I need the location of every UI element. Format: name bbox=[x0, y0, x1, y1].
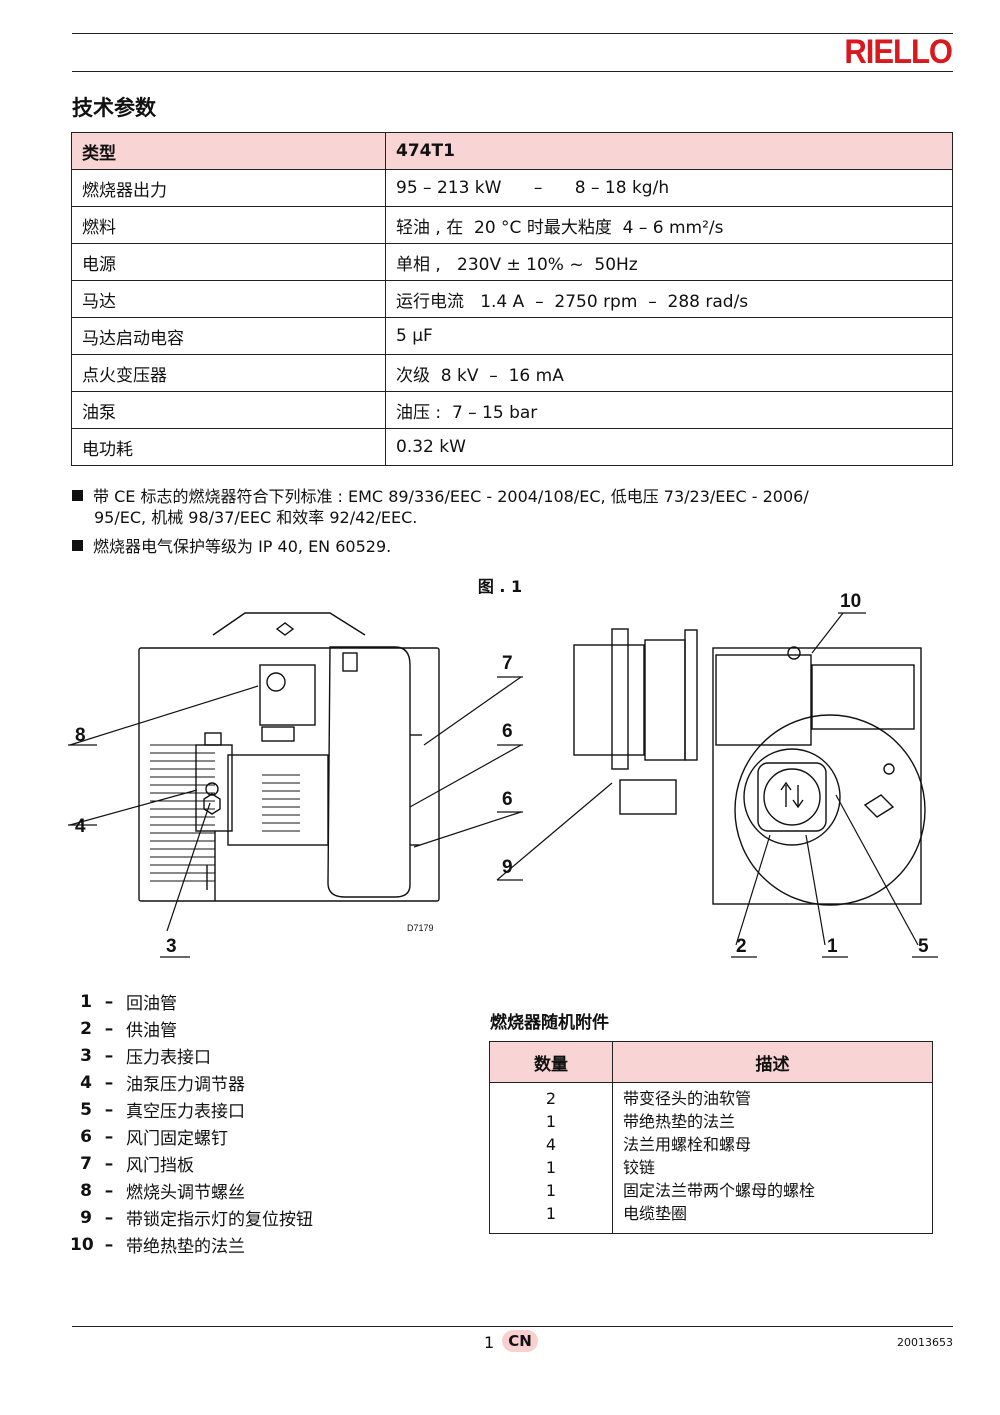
callout-9: 9 bbox=[502, 857, 513, 878]
spec-value: 单相 , 230V ± 10% ~ 50Hz bbox=[385, 243, 953, 281]
spec-label: 马达 bbox=[71, 280, 386, 318]
list-item: 3–压力表接口 bbox=[80, 1045, 211, 1069]
accessories-table: 数量 描述 2 1 4 1 1 1 带变径头的油软管 带绝热垫的法兰 法兰用螺栓… bbox=[489, 1041, 933, 1234]
spec-label: 油泵 bbox=[71, 391, 386, 429]
qty-cell: 1 bbox=[545, 1204, 557, 1223]
col-header-qty: 数量 bbox=[489, 1041, 613, 1083]
table-row: 马达运行电流 1.4 A – 2750 rpm – 288 rad/s bbox=[71, 280, 953, 318]
list-item: 2–供油管 bbox=[80, 1018, 177, 1042]
callout-2: 2 bbox=[736, 936, 747, 957]
brand-logo: RIELLO bbox=[844, 32, 953, 71]
callout-7: 7 bbox=[502, 653, 513, 674]
language-badge: CN bbox=[502, 1330, 538, 1352]
spec-value: 474T1 bbox=[385, 132, 953, 170]
list-item: 4–油泵压力调节器 bbox=[80, 1072, 245, 1096]
burner-diagram: 8 4 3 7 6 6 10 9 2 1 5 D7179 bbox=[68, 591, 938, 958]
spec-value: 轻油 , 在 20 °C 时最大粘度 4 – 6 mm²/s bbox=[385, 206, 953, 244]
table-row: 油泵油压 : 7 – 15 bar bbox=[71, 391, 953, 429]
callout-1: 1 bbox=[827, 936, 838, 957]
list-item: 5–真空压力表接口 bbox=[80, 1099, 245, 1123]
desc-cell: 带绝热垫的法兰 bbox=[623, 1112, 736, 1131]
spec-label: 点火变压器 bbox=[71, 354, 386, 392]
side-view-drawing bbox=[138, 612, 440, 902]
spec-label: 电源 bbox=[71, 243, 386, 281]
spec-label: 燃烧器出力 bbox=[71, 169, 386, 207]
callout-4: 4 bbox=[75, 816, 86, 837]
spec-label: 马达启动电容 bbox=[71, 317, 386, 355]
spec-label: 类型 bbox=[71, 132, 386, 170]
spec-value: 0.32 kW bbox=[385, 428, 953, 466]
figure-label: 图 . 1 bbox=[477, 577, 523, 596]
callout-6a: 6 bbox=[502, 721, 513, 742]
callout-5: 5 bbox=[918, 936, 929, 957]
desc-cell: 固定法兰带两个螺母的螺栓 bbox=[623, 1181, 816, 1200]
ip-note: 燃烧器电气保护等级为 IP 40, EN 60529. bbox=[72, 536, 952, 557]
bullet-square-icon bbox=[72, 490, 83, 501]
list-item: 7–风门挡板 bbox=[80, 1153, 194, 1177]
page-title: 技术参数 bbox=[72, 96, 156, 120]
table-row: 2 1 4 1 1 1 带变径头的油软管 带绝热垫的法兰 法兰用螺栓和螺母 铰链… bbox=[489, 1082, 933, 1234]
front-view-drawing bbox=[573, 628, 926, 906]
table-row: 点火变压器次级 8 kV – 16 mA bbox=[71, 354, 953, 392]
spec-value: 5 µF bbox=[385, 317, 953, 355]
accessories-title: 燃烧器随机附件 bbox=[490, 1013, 609, 1033]
table-row: 电源单相 , 230V ± 10% ~ 50Hz bbox=[71, 243, 953, 281]
desc-cell: 法兰用螺栓和螺母 bbox=[623, 1135, 752, 1154]
qty-cell: 4 bbox=[545, 1135, 557, 1154]
table-row: 燃料轻油 , 在 20 °C 时最大粘度 4 – 6 mm²/s bbox=[71, 206, 953, 244]
figure-code: D7179 bbox=[407, 923, 434, 933]
qty-cell: 1 bbox=[545, 1181, 557, 1200]
spec-label: 燃料 bbox=[71, 206, 386, 244]
callout-6b: 6 bbox=[502, 789, 513, 810]
spec-label: 电功耗 bbox=[71, 428, 386, 466]
spec-value: 次级 8 kV – 16 mA bbox=[385, 354, 953, 392]
table-header-row: 数量 描述 bbox=[489, 1041, 933, 1083]
qty-cell: 1 bbox=[545, 1158, 557, 1177]
ce-note: 带 CE 标志的燃烧器符合下列标准 : EMC 89/336/EEC - 200… bbox=[72, 486, 952, 528]
desc-cell: 铰链 bbox=[623, 1158, 656, 1177]
spec-value: 运行电流 1.4 A – 2750 rpm – 288 rad/s bbox=[385, 280, 953, 318]
col-header-desc: 描述 bbox=[612, 1041, 933, 1083]
callout-10: 10 bbox=[840, 591, 861, 612]
parts-legend: 1–回油管 2–供油管 3–压力表接口 4–油泵压力调节器 5–真空压力表接口 … bbox=[70, 988, 313, 1258]
desc-cell: 电缆垫圈 bbox=[623, 1204, 688, 1223]
bullet-square-icon bbox=[72, 540, 83, 551]
spec-value: 95 – 213 kW – 8 – 18 kg/h bbox=[385, 169, 953, 207]
list-item: 6–风门固定螺钉 bbox=[80, 1126, 228, 1150]
top-rule bbox=[72, 33, 953, 34]
document-number: 20013653 bbox=[897, 1336, 953, 1349]
qty-cell: 2 bbox=[545, 1089, 557, 1108]
desc-cell: 带变径头的油软管 bbox=[623, 1089, 752, 1108]
spec-value: 油压 : 7 – 15 bar bbox=[385, 391, 953, 429]
header-rule bbox=[72, 71, 953, 72]
list-item: 10–带绝热垫的法兰 bbox=[70, 1234, 245, 1258]
callout-8: 8 bbox=[75, 725, 86, 746]
footer-rule bbox=[72, 1326, 953, 1327]
list-item: 1–回油管 bbox=[80, 991, 177, 1015]
list-item: 9–带锁定指示灯的复位按钮 bbox=[80, 1207, 313, 1231]
callout-3: 3 bbox=[166, 936, 177, 957]
list-item: 8–燃烧头调节螺丝 bbox=[80, 1180, 245, 1204]
qty-cell: 1 bbox=[545, 1112, 557, 1131]
page-number: 1 bbox=[484, 1333, 495, 1352]
